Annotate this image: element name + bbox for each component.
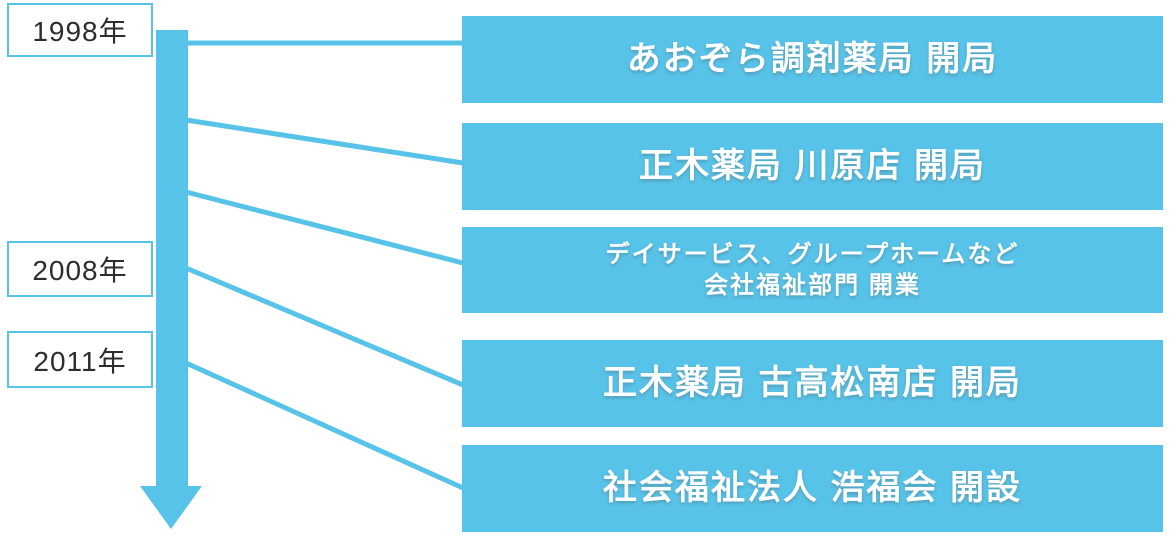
- arrow-head-icon: [140, 486, 202, 529]
- year-label-box-2011: 2011年: [7, 331, 153, 388]
- connector-line-3: [185, 189, 464, 266]
- connector-line-2: [185, 117, 464, 166]
- year-label: 1998年: [32, 16, 128, 47]
- year-label: 2008年: [32, 255, 128, 286]
- event-title: 正木薬局 川原店 開局: [639, 147, 986, 186]
- event-box-welfare-division-opened: デイサービス、グループホームなど 会社福祉部門 開業: [462, 227, 1163, 313]
- event-title: あおぞら調剤薬局 開局: [626, 40, 999, 79]
- event-box-pharmacy-opened: あおぞら調剤薬局 開局: [462, 16, 1163, 103]
- event-box-welfare-corporation-established: 社会福祉法人 浩福会 開設: [462, 445, 1163, 532]
- event-title: デイサービス、グループホームなど: [605, 240, 1020, 268]
- connector-line-4: [185, 265, 464, 388]
- event-title: 社会福祉法人 浩福会 開設: [603, 469, 1022, 508]
- event-box-furutakamatsu-store-opened: 正木薬局 古高松南店 開局: [462, 340, 1163, 427]
- event-title: 正木薬局 古高松南店 開局: [603, 364, 1022, 403]
- timeline-arrow-shaft: [156, 30, 188, 486]
- year-label-box-1998: 1998年: [7, 3, 153, 57]
- year-label: 2011年: [33, 345, 127, 377]
- year-label-box-2008: 2008年: [7, 241, 153, 297]
- event-subtitle: 会社福祉部門 開業: [704, 272, 921, 299]
- connector-line-5: [184, 360, 465, 491]
- event-box-kawahara-store-opened: 正木薬局 川原店 開局: [462, 123, 1163, 210]
